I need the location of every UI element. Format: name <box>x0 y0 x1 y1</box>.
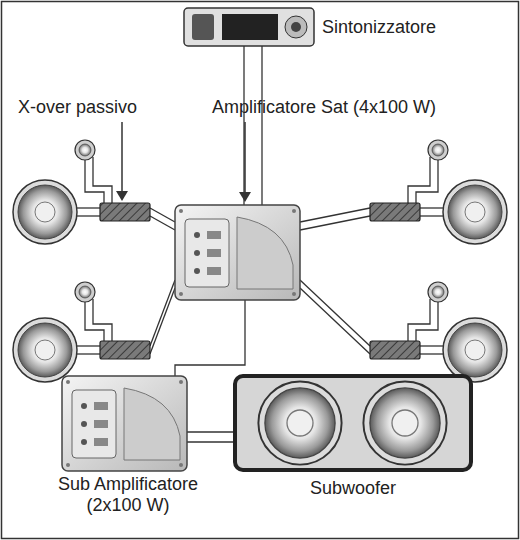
tuner-unit <box>184 8 314 46</box>
sat-amplifier <box>175 205 300 300</box>
part-label: Amplificatore Sat (4x100 W) <box>212 97 436 118</box>
crossovers <box>100 203 420 359</box>
subwoofer-box <box>235 376 471 470</box>
leader-arrows <box>116 122 251 202</box>
part-label: X-over passivo <box>18 97 137 118</box>
part-label: Sintonizzatore <box>322 17 436 38</box>
part-label: Sub Amplificatore (2x100 W) <box>48 474 208 516</box>
sub-amplifier <box>62 376 187 471</box>
part-label: Subwoofer <box>310 478 396 499</box>
